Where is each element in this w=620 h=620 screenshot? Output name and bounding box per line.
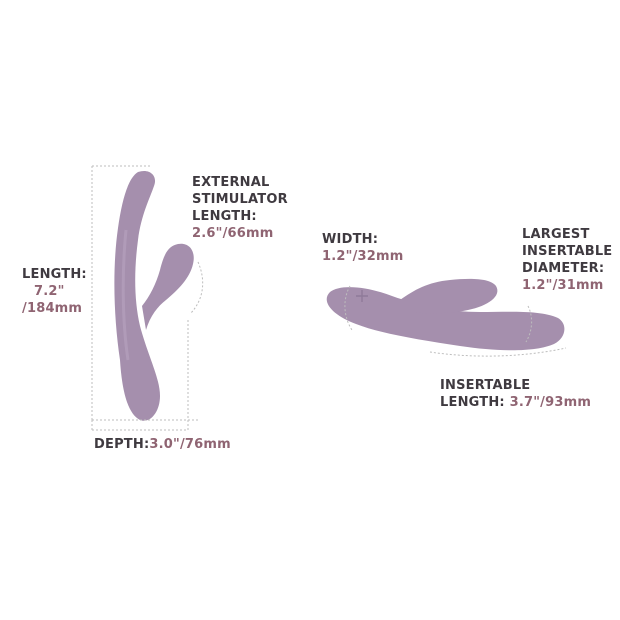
depth-label: DEPTH:3.0"/76mm (94, 436, 231, 453)
external-stimulator-line1: EXTERNAL (192, 175, 270, 190)
insertable-length-line1: INSERTABLE (440, 378, 531, 393)
stimulator-arm (142, 243, 194, 330)
length-label: LENGTH: 7.2" /184mm (22, 266, 87, 317)
horizontal-arm (400, 278, 498, 314)
length-title: LENGTH: (22, 267, 87, 282)
external-stimulator-label: EXTERNAL STIMULATOR LENGTH: 2.6"/66mm (192, 174, 288, 242)
external-stimulator-line3: LENGTH: (192, 209, 257, 224)
vertical-highlight (121, 229, 130, 361)
insertable-length-label: INSERTABLE LENGTH: 3.7"/93mm (440, 377, 591, 411)
vertical-guides (91, 165, 204, 432)
depth-value: 3.0"/76mm (149, 437, 231, 452)
largest-diameter-line3: DIAMETER: (522, 261, 605, 276)
control-button-plus-icon (356, 290, 368, 302)
horizontal-shaft (326, 287, 565, 351)
width-value: 1.2"/32mm (322, 249, 404, 264)
vertical-product-image (114, 170, 194, 421)
length-value-in: 7.2" (34, 284, 65, 299)
width-title: WIDTH: (322, 232, 379, 247)
external-stimulator-value: 2.6"/66mm (192, 226, 274, 241)
largest-diameter-value: 1.2"/31mm (522, 278, 604, 293)
horizontal-product-image (326, 278, 565, 351)
width-label: WIDTH: 1.2"/32mm (322, 231, 404, 265)
largest-diameter-line1: LARGEST (522, 227, 590, 242)
horizontal-guides (344, 285, 567, 357)
insertable-length-title: LENGTH: (440, 395, 505, 410)
largest-diameter-line2: INSERTABLE (522, 244, 613, 259)
insertable-length-value: 3.7"/93mm (509, 395, 592, 410)
largest-diameter-label: LARGEST INSERTABLE DIAMETER: 1.2"/31mm (522, 226, 612, 294)
length-value-mm: /184mm (22, 301, 83, 316)
external-stimulator-line2: STIMULATOR (192, 192, 288, 207)
depth-title: DEPTH: (94, 437, 150, 452)
